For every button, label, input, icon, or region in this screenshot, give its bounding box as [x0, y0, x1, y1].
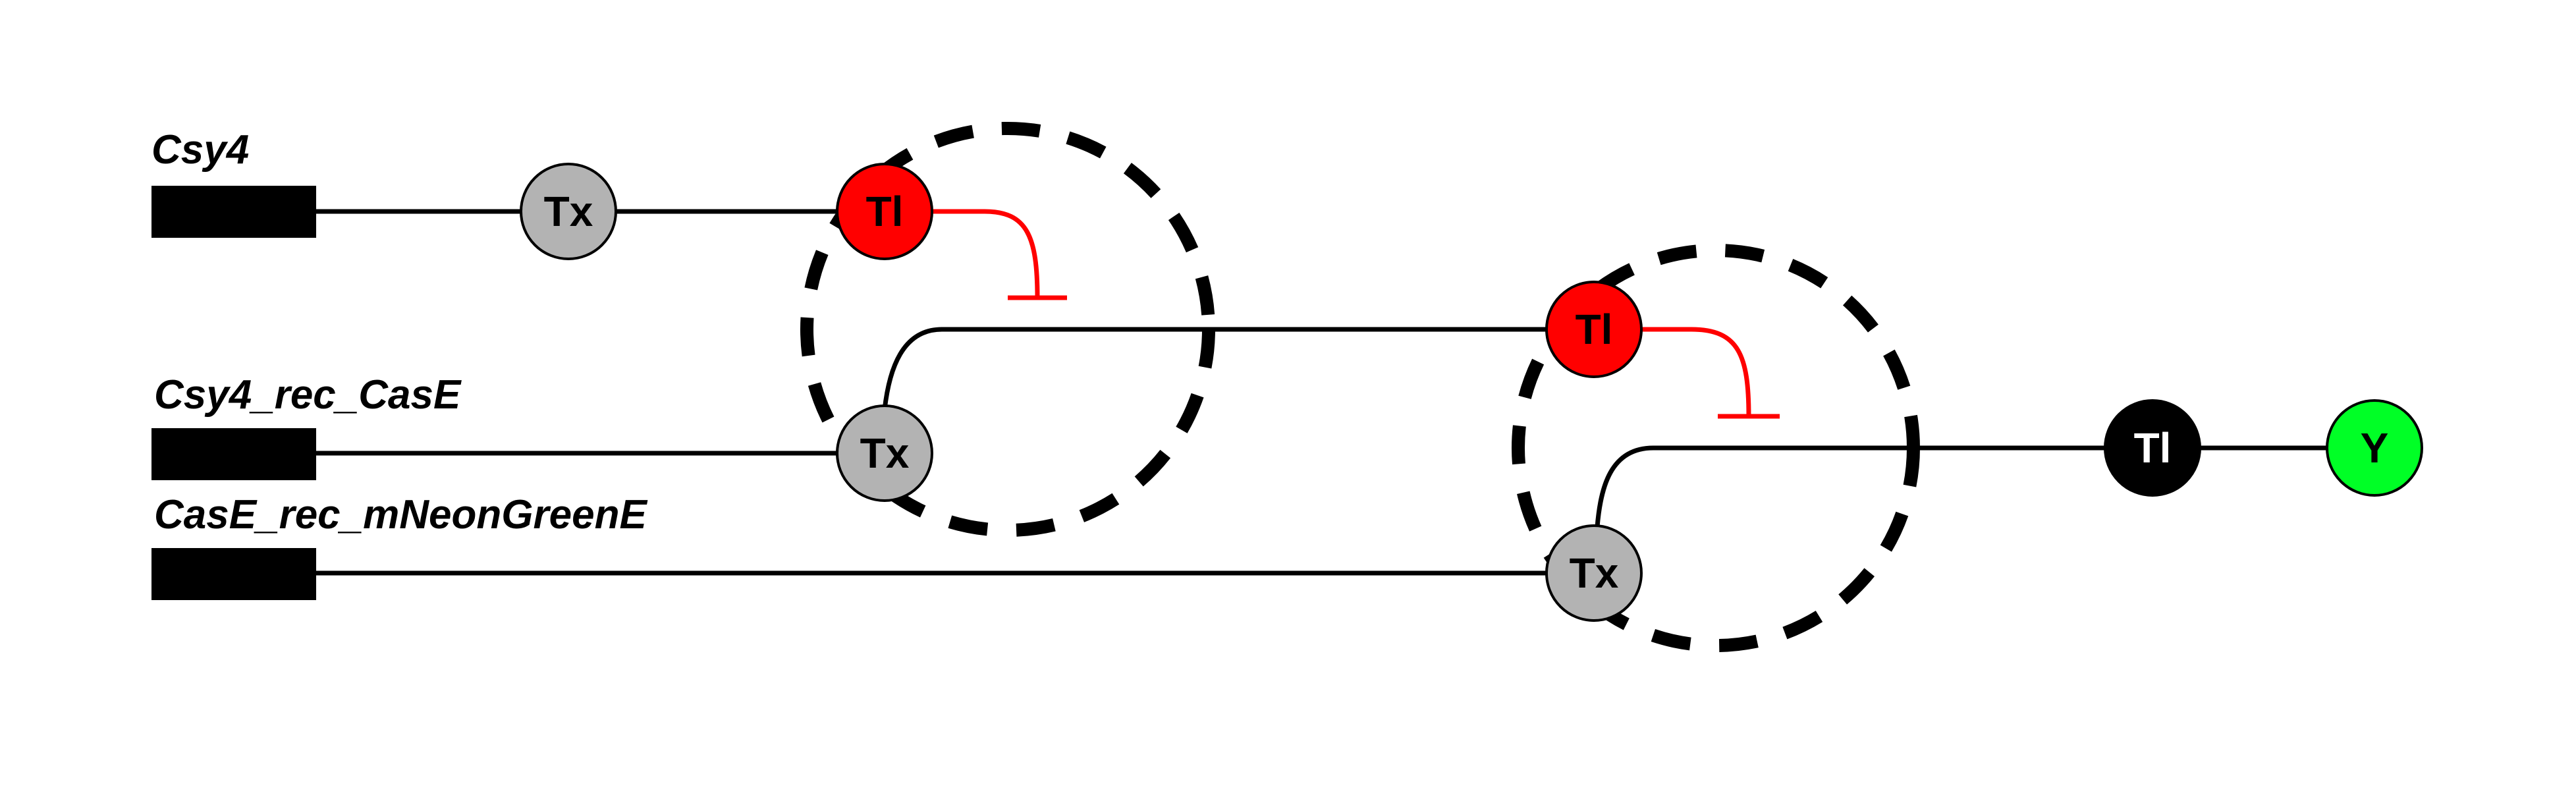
- tl-repressor-node-1-label: Tl: [866, 188, 904, 235]
- tl-repressor-node-1: Tl: [836, 163, 933, 260]
- gene-label-csy4: Csy4: [151, 127, 249, 173]
- promoter-block-case-rec-mneongreene: [151, 548, 316, 600]
- gene-label-csy4-rec-case: Csy4_rec_CasE: [154, 372, 462, 418]
- tx-node-3: Tx: [1545, 524, 1643, 622]
- tl-node-output-label: Tl: [2134, 424, 2172, 472]
- output-node-y-label: Y: [2361, 424, 2389, 472]
- tx-node-1: Tx: [520, 163, 617, 260]
- promoter-block-csy4-rec-case: [151, 428, 316, 480]
- repression-arc-1: [932, 209, 1040, 298]
- wire-tx2-to-tl2: [882, 327, 1553, 410]
- tx-node-2-label: Tx: [860, 429, 910, 477]
- wire-tx3-to-tl3: [1595, 445, 2371, 528]
- gene-label-case-rec-mneongreene: CasE_rec_mNeonGreenE: [154, 492, 647, 538]
- tl-repressor-node-2: Tl: [1545, 281, 1643, 378]
- repression-arc-2: [1640, 327, 1751, 417]
- tx-node-2: Tx: [836, 404, 933, 502]
- promoter-block-csy4: [151, 186, 316, 238]
- tx-node-3-label: Tx: [1570, 549, 1619, 597]
- tl-node-output: Tl: [2104, 399, 2201, 497]
- output-node-y: Y: [2326, 399, 2423, 497]
- tl-repressor-node-2-label: Tl: [1576, 306, 1613, 353]
- tx-node-1-label: Tx: [544, 188, 593, 235]
